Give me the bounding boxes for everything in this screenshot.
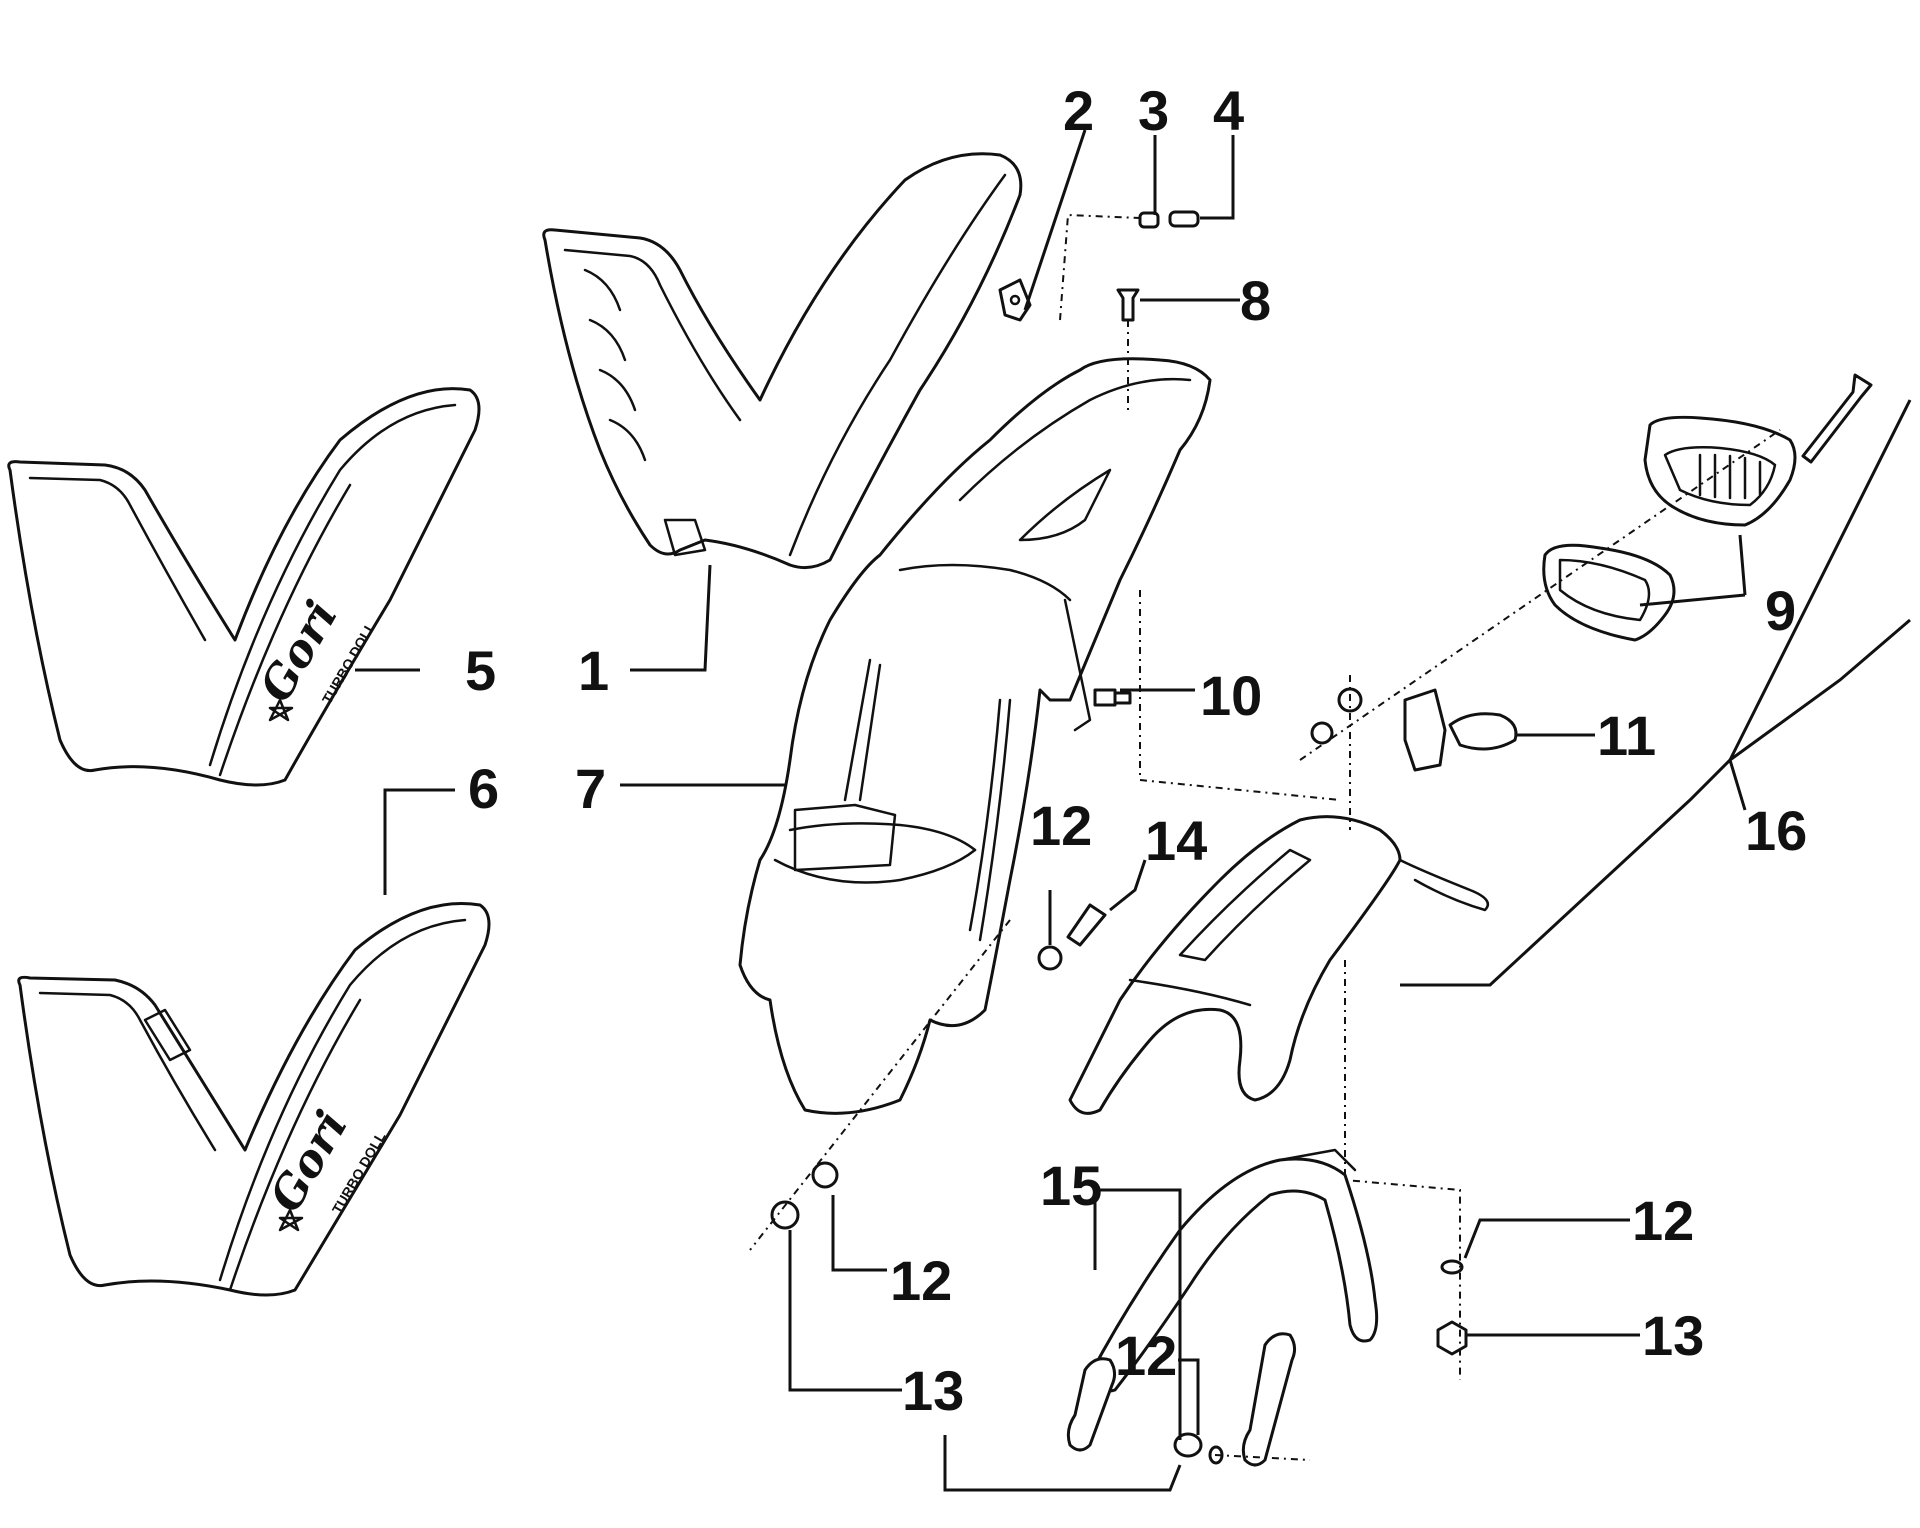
- side-panel-left: Gori TURBO DOLL: [7, 387, 481, 787]
- number-plate-bracket: [1068, 815, 1490, 1115]
- hardware-long-bolt: [1801, 373, 1873, 464]
- hardware-washer-3: [1138, 211, 1160, 229]
- callout-13-left: 13: [902, 1359, 964, 1422]
- callout-12-left: 12: [890, 1249, 952, 1312]
- hardware-screw-10: [1093, 688, 1132, 707]
- callout-12-bottom: 12: [1115, 1324, 1177, 1387]
- callout-5: 5: [465, 639, 496, 702]
- callout-12-top: 12: [1030, 794, 1092, 857]
- callout-16: 16: [1745, 799, 1807, 862]
- seat: [542, 152, 1023, 570]
- callout-9: 9: [1765, 579, 1796, 642]
- callout-labels: 1 2 3 4 5 6 7 8 9 10 11 12 12 12 12 13 1…: [465, 79, 1807, 1422]
- tail-lamp: [1542, 415, 1797, 642]
- hardware-washer-12-right: [1440, 1259, 1464, 1275]
- callout-13-right: 13: [1642, 1304, 1704, 1367]
- hardware-nut-13-left: [770, 1200, 800, 1230]
- callout-4: 4: [1213, 79, 1244, 142]
- hardware-bulb-socket-11: [1403, 688, 1518, 772]
- hardware-nut-13-right: [1436, 1320, 1468, 1356]
- hardware-washer-12-left: [811, 1161, 839, 1189]
- hardware-bolt-14: [1066, 903, 1107, 947]
- callout-8: 8: [1240, 269, 1271, 332]
- rear-fender: [738, 357, 1212, 1115]
- hardware-washer-12-b: [1037, 945, 1063, 971]
- callout-10: 10: [1200, 664, 1262, 727]
- callout-2: 2: [1063, 79, 1094, 142]
- callout-15: 15: [1040, 1154, 1102, 1217]
- callout-12-right: 12: [1632, 1189, 1694, 1252]
- callout-1: 1: [578, 639, 609, 702]
- assembly-lines: [749, 213, 1781, 1461]
- hardware-screw-4: [1168, 210, 1200, 228]
- hardware-nut-13-bottom: [1173, 1432, 1224, 1465]
- callout-6: 6: [468, 757, 499, 820]
- callout-7: 7: [575, 757, 606, 820]
- hardware-screw-8: [1116, 288, 1140, 322]
- leader-lines: [355, 129, 1912, 1492]
- side-panel-lower: Gori TURBO DOLL: [17, 901, 491, 1297]
- callout-3: 3: [1138, 79, 1169, 142]
- callout-11: 11: [1597, 704, 1656, 767]
- callout-14: 14: [1145, 809, 1207, 872]
- hardware-bracket-2: [998, 278, 1032, 322]
- grab-rail: [1066, 1148, 1379, 1467]
